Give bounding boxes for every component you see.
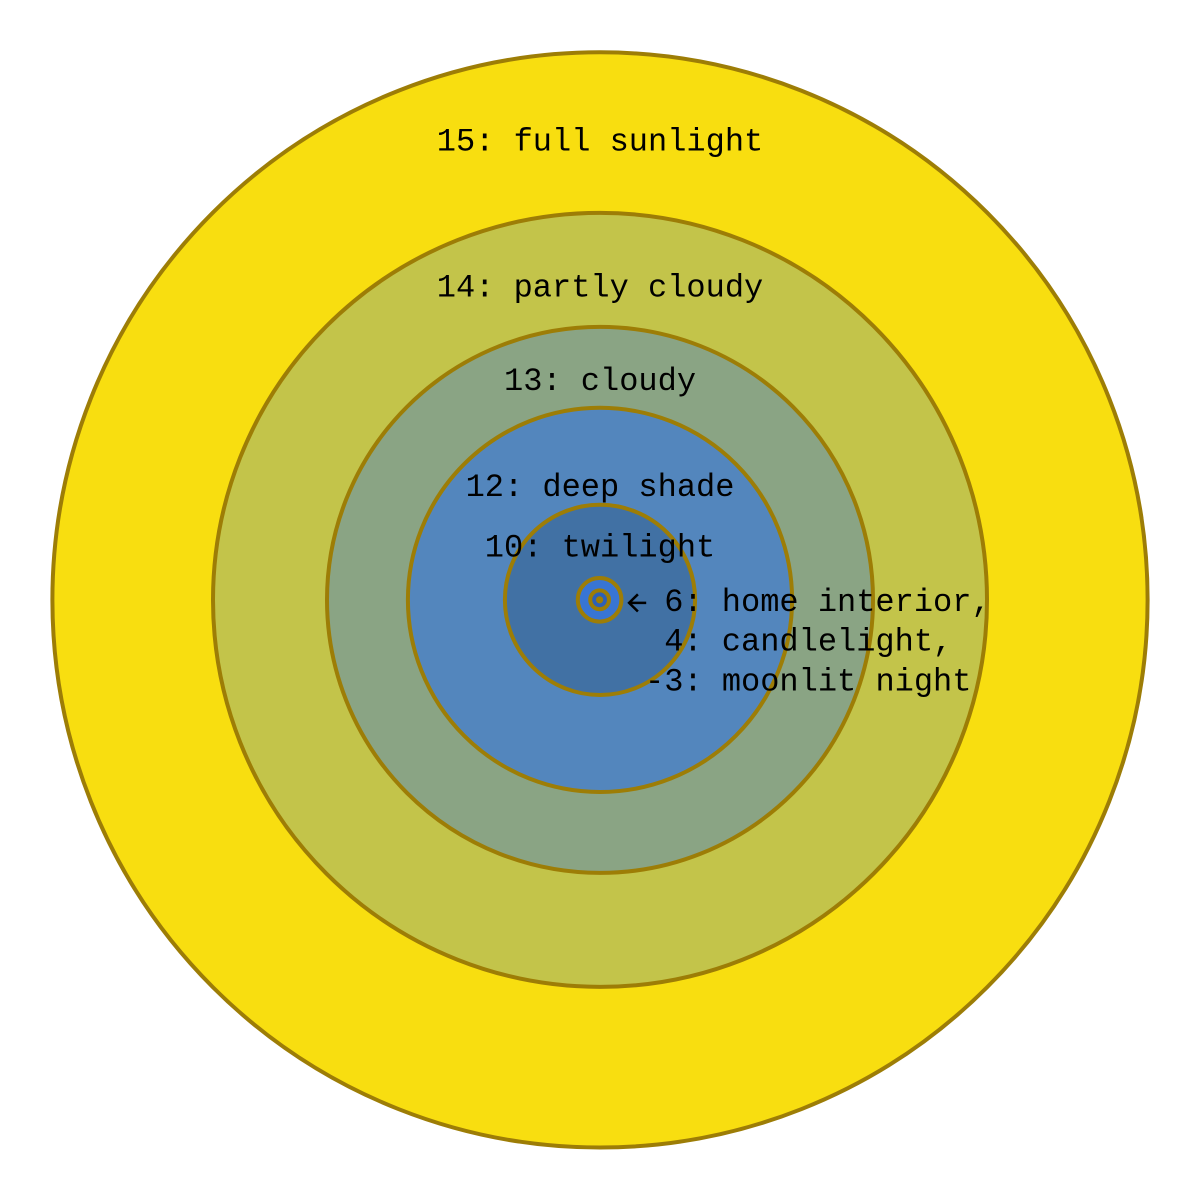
svg-text:12: deep shade: 12: deep shade [466,469,735,506]
svg-text:4: candlelight,: 4: candlelight, [664,624,952,661]
svg-text:13: cloudy: 13: cloudy [504,363,696,400]
svg-text:10: twilight: 10: twilight [485,530,715,567]
svg-text:-3: moonlit night: -3: moonlit night [645,663,971,700]
svg-text:14: partly cloudy: 14: partly cloudy [437,270,763,307]
svg-text:6: home interior,: 6: home interior, [664,584,990,621]
svg-text:15: full sunlight: 15: full sunlight [437,123,763,160]
